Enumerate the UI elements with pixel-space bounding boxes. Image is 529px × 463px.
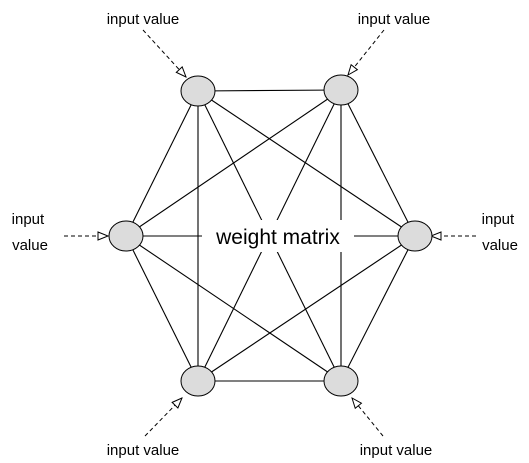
edge-top-left-to-left <box>125 90 199 237</box>
edge-top-left-to-top-right <box>197 89 342 92</box>
neuron-node-bottom-left <box>180 365 216 397</box>
neuron-node-top-left <box>180 75 216 107</box>
edge-top-right-to-left <box>125 89 342 237</box>
input-label-right-line-2: value <box>482 237 518 254</box>
input-labels: input value input value input value inpu… <box>12 11 519 459</box>
neuron-nodes <box>108 74 433 397</box>
edge-right-to-bottom-left <box>197 235 416 382</box>
neuron-node-right <box>397 220 433 252</box>
input-label-top-right: input value <box>358 11 431 28</box>
edge-right-to-bottom-right <box>340 235 416 382</box>
neuron-node-left <box>108 220 144 252</box>
input-label-right-line-1: input <box>482 211 515 228</box>
neuron-node-top-right <box>323 74 359 106</box>
input-arrow-bottom-left <box>144 398 182 437</box>
input-label-left-line-1: input <box>12 211 45 228</box>
input-label-left: input value <box>12 211 49 254</box>
weight-matrix-label: weight matrix <box>215 226 340 249</box>
input-label-left-line-2: value <box>12 237 48 254</box>
input-arrows <box>64 29 476 437</box>
edge-left-to-bottom-left <box>125 235 199 382</box>
weight-matrix-label-group: weight matrix <box>202 220 354 252</box>
input-label-bottom-left: input value <box>107 442 180 459</box>
weight-matrix-label-background <box>202 220 354 252</box>
input-label-bottom-right: input value <box>360 442 433 459</box>
input-label-top-left: input value <box>107 11 180 28</box>
edge-top-left-to-right <box>197 90 416 237</box>
input-arrow-top-right <box>348 29 385 75</box>
input-label-right: input value <box>482 211 519 254</box>
edge-left-to-bottom-right <box>125 235 342 382</box>
input-arrow-bottom-right <box>352 398 384 437</box>
edge-top-right-to-right <box>340 89 416 237</box>
input-arrow-top-left <box>142 29 186 77</box>
neuron-node-bottom-right <box>323 365 359 397</box>
